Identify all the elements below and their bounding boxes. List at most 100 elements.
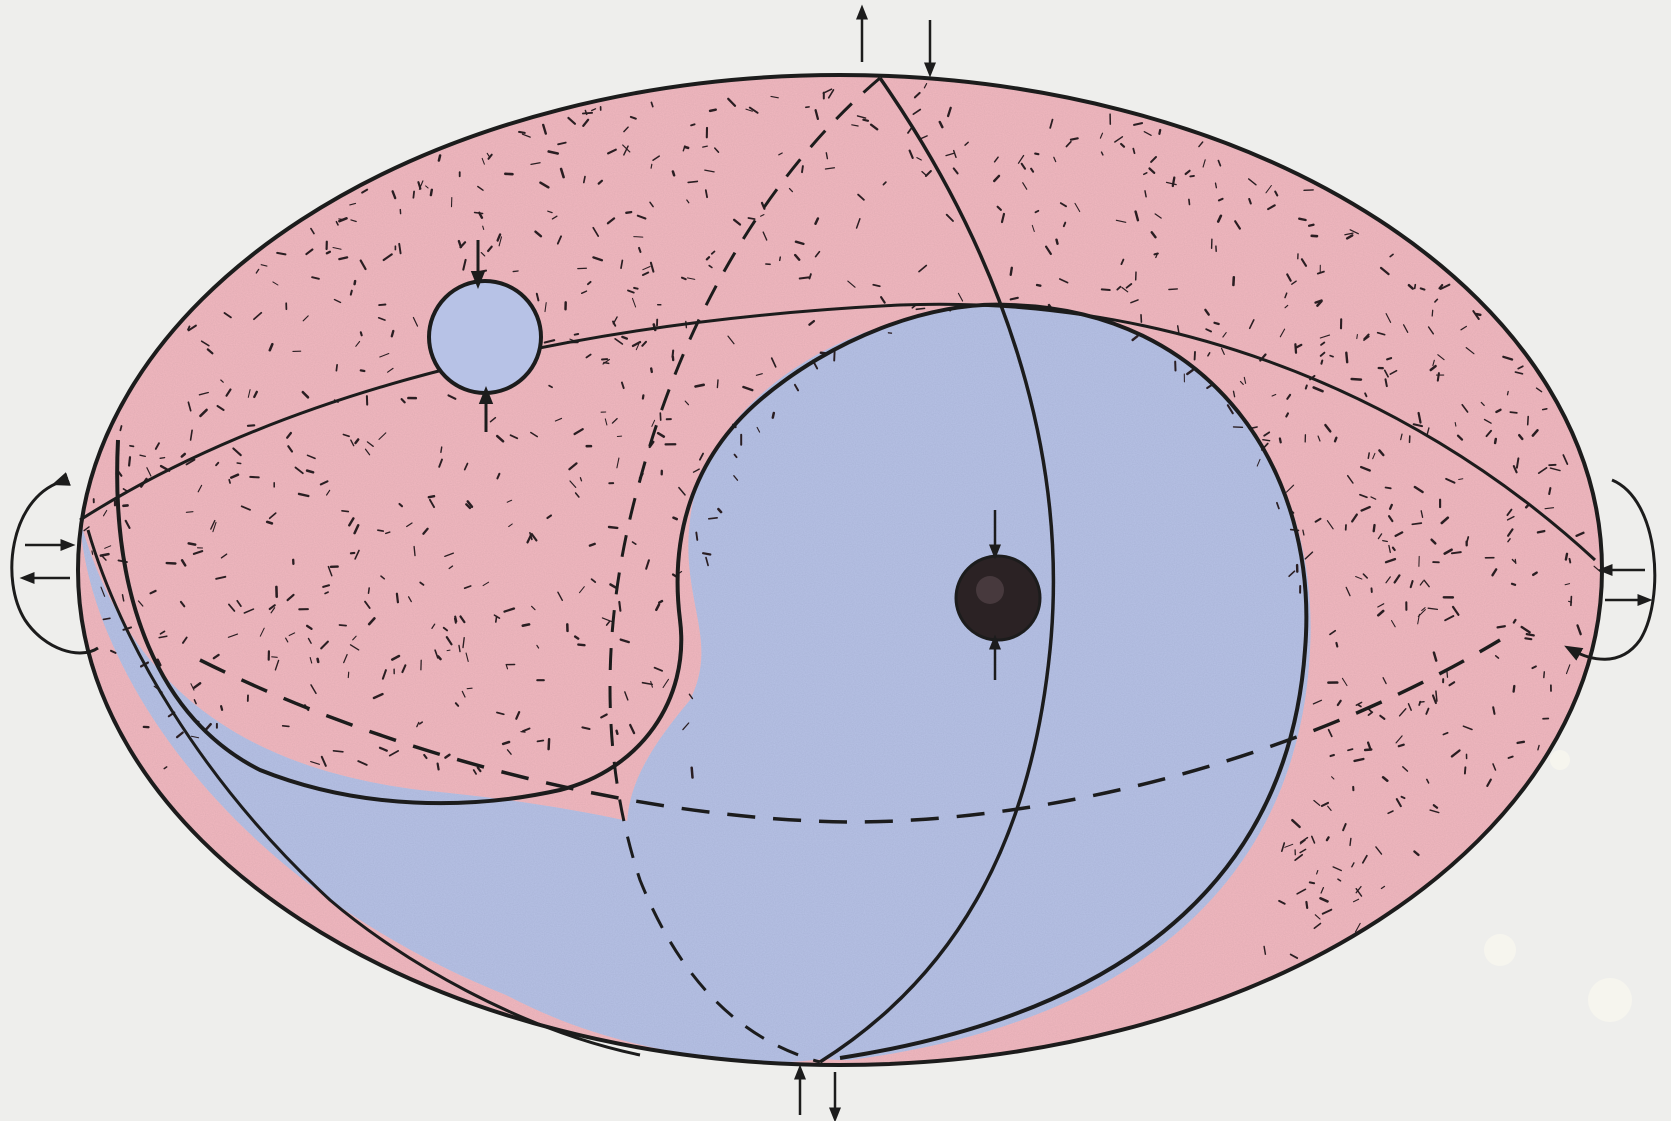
stipple-mark xyxy=(538,741,544,742)
stipple-mark xyxy=(1498,626,1505,627)
stipple-mark xyxy=(622,337,627,339)
stipple-mark xyxy=(619,602,620,611)
stipple-mark xyxy=(802,166,803,172)
stipple-mark xyxy=(575,637,578,639)
stipple-mark xyxy=(1386,379,1387,386)
stipple-mark xyxy=(691,124,695,125)
stipple-mark xyxy=(575,334,579,335)
stipple-mark xyxy=(1420,702,1424,703)
stipple-mark xyxy=(1037,285,1040,286)
stipple-mark xyxy=(1455,423,1456,427)
stipple-mark xyxy=(1421,288,1425,289)
stipple-mark xyxy=(467,688,472,689)
stipple-mark xyxy=(519,132,525,133)
stipple-mark xyxy=(1321,361,1322,364)
stipple-mark xyxy=(1057,240,1058,244)
stipple-mark xyxy=(1299,219,1305,220)
stipple-mark xyxy=(584,177,585,183)
stipple-mark xyxy=(1518,742,1524,743)
stipple-mark xyxy=(221,706,222,710)
stipple-mark xyxy=(327,252,330,254)
stipple-mark xyxy=(361,370,365,371)
stipple-mark xyxy=(339,257,347,259)
stipple-mark xyxy=(1387,358,1391,359)
stipple-mark xyxy=(1306,902,1307,908)
stipple-mark xyxy=(673,351,674,358)
stipple-mark xyxy=(130,446,134,447)
stipple-mark xyxy=(1459,479,1463,480)
stipple-mark xyxy=(590,544,595,546)
stipple-mark xyxy=(250,477,258,478)
stipple-mark xyxy=(609,527,617,528)
stipple-mark xyxy=(706,190,707,197)
stipple-mark xyxy=(1035,154,1038,155)
stipple-mark xyxy=(459,646,460,652)
stipple-mark xyxy=(688,181,697,182)
stipple-mark xyxy=(438,764,439,770)
stipple-mark xyxy=(1515,559,1516,563)
stipple-mark xyxy=(1549,488,1550,494)
stipple-mark xyxy=(1393,548,1395,550)
stipple-mark xyxy=(643,395,644,398)
stipple-mark xyxy=(1286,413,1288,416)
stipple-mark xyxy=(659,601,662,603)
stipple-mark xyxy=(1071,138,1078,139)
stipple-mark xyxy=(639,248,641,252)
stipple-mark xyxy=(1383,541,1388,542)
stipple-mark xyxy=(1402,797,1405,798)
stipple-mark xyxy=(1477,314,1481,315)
stipple-mark xyxy=(431,190,432,195)
stipple-mark xyxy=(1571,597,1572,606)
stipple-mark xyxy=(1390,505,1392,509)
stipple-mark xyxy=(1436,691,1437,701)
stipple-mark xyxy=(1336,643,1337,647)
stipple-mark xyxy=(916,308,924,309)
stipple-mark xyxy=(1310,882,1314,883)
stipple-mark xyxy=(229,480,230,483)
stipple-mark xyxy=(340,625,347,626)
stipple-mark xyxy=(1368,453,1369,458)
stipple-mark xyxy=(1159,130,1160,134)
stipple-mark xyxy=(651,369,652,372)
stipple-mark xyxy=(634,237,643,238)
stipple-mark xyxy=(710,110,716,111)
stipple-mark xyxy=(1133,149,1134,154)
stipple-mark xyxy=(378,530,383,531)
stipple-mark xyxy=(361,332,362,335)
stipple-mark xyxy=(685,147,688,148)
stipple-mark xyxy=(1512,584,1515,585)
stipple-mark xyxy=(1190,176,1194,177)
stipple-mark xyxy=(1432,310,1433,316)
stipple-mark xyxy=(651,164,652,168)
stipple-mark xyxy=(413,192,414,198)
stipple-mark xyxy=(307,471,313,473)
stipple-mark xyxy=(447,650,450,651)
stipple-mark xyxy=(583,113,592,114)
stipple-mark xyxy=(1508,392,1509,395)
stipple-mark xyxy=(863,120,868,121)
stipple-mark xyxy=(186,512,193,513)
stipple-mark xyxy=(1346,353,1347,363)
stipple-mark xyxy=(1306,386,1307,389)
stipple-mark xyxy=(1215,323,1219,324)
stipple-mark xyxy=(1412,523,1421,524)
stipple-mark xyxy=(696,533,697,540)
stipple-mark xyxy=(1169,289,1177,290)
stipple-mark xyxy=(1415,285,1416,289)
stipple-mark xyxy=(1357,335,1358,339)
stipple-mark xyxy=(369,588,370,593)
stipple-mark xyxy=(1528,417,1529,425)
stipple-mark xyxy=(339,219,344,220)
stipple-mark xyxy=(272,657,277,658)
stipple-mark xyxy=(674,518,677,519)
stipple-mark xyxy=(692,768,693,778)
stipple-mark xyxy=(267,522,272,524)
stipple-mark xyxy=(237,463,241,464)
stipple-mark xyxy=(397,594,398,603)
stipple-mark xyxy=(1570,559,1571,563)
stipple-mark xyxy=(1348,749,1353,750)
stipple-mark xyxy=(703,553,710,554)
stipple-mark xyxy=(1263,440,1270,441)
stipple-mark xyxy=(1538,531,1544,532)
